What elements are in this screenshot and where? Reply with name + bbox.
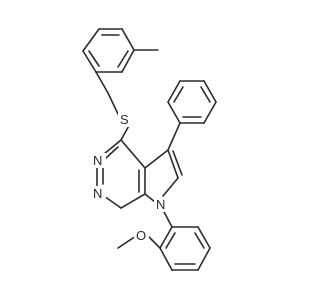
- bond: [121, 49, 135, 73]
- bond: [82, 50, 97, 73]
- oxygen-atom-methoxy: O: [134, 228, 149, 243]
- bond: [120, 193, 146, 209]
- nitrogen-atom-n1: N: [92, 186, 106, 201]
- bond: [159, 226, 173, 249]
- bond: [167, 101, 181, 124]
- bond: [167, 122, 181, 151]
- bond: [103, 195, 122, 209]
- atom-label-n: N: [156, 197, 165, 212]
- bond: [197, 226, 211, 249]
- bond: [107, 92, 119, 115]
- bond: [197, 247, 211, 271]
- bond: [203, 101, 217, 124]
- bond: [167, 80, 181, 103]
- atom-label-n: N: [93, 153, 102, 168]
- bond-layer: [82, 28, 217, 271]
- bond: [105, 146, 119, 159]
- bond: [120, 139, 146, 169]
- bond: [200, 86, 211, 103]
- bond: [159, 247, 173, 271]
- bond: [167, 149, 179, 179]
- bond: [95, 71, 109, 94]
- atom-label-o: O: [136, 228, 146, 243]
- bond: [173, 86, 184, 103]
- bond: [82, 28, 100, 52]
- bond: [88, 50, 100, 67]
- bond: [162, 177, 179, 197]
- bond: [172, 150, 183, 176]
- bond: [203, 80, 217, 103]
- nitrogen-atom-pyrrole: N: [154, 197, 169, 212]
- atom-label-n: N: [93, 186, 102, 201]
- bond: [162, 209, 173, 228]
- atom-label-layer: S N N N O: [92, 112, 169, 243]
- bond: [165, 232, 176, 249]
- bond: [121, 28, 135, 51]
- bond: [194, 232, 205, 249]
- bond: [103, 139, 122, 155]
- bond: [147, 235, 161, 249]
- sulfur-atom: S: [118, 112, 133, 127]
- bond: [144, 149, 169, 169]
- bond: [117, 50, 129, 68]
- nitrogen-atom-n3: N: [92, 153, 106, 168]
- atom-label-s: S: [120, 112, 129, 127]
- bond: [144, 193, 156, 203]
- molecule-structure-diagram: S N N N O: [82, 28, 217, 271]
- bond: [117, 235, 137, 249]
